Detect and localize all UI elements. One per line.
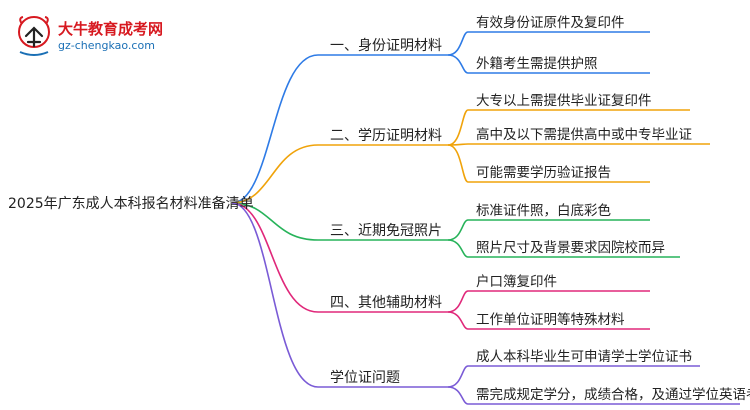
logo-url: gz-chengkao.com	[58, 39, 155, 52]
leaf-topic: 标准证件照，白底彩色	[476, 203, 611, 219]
branch-topic: 三、近期免冠照片	[330, 223, 442, 239]
leaf-connector	[447, 144, 469, 183]
bull-mascot-icon	[18, 16, 50, 56]
leaf-topic: 工作单位证明等特殊材料	[476, 312, 625, 328]
branch-connector	[231, 202, 319, 388]
leaf-connector	[447, 386, 469, 405]
leaf-topic: 需完成规定学分，成绩合格，及通过学位英语考试	[476, 387, 750, 403]
leaf-connector	[447, 311, 469, 330]
branch-connector	[231, 202, 319, 241]
leaf-topic: 成人本科毕业生可申请学士学位证书	[476, 349, 692, 365]
leaf-topic: 照片尺寸及背景要求因院校而异	[476, 240, 665, 256]
branch-connector	[231, 54, 319, 204]
logo-title: 大牛教育成考网	[58, 20, 164, 38]
leaf-topic: 高中及以下需提供高中或中专毕业证	[476, 127, 692, 143]
branch-topic: 学位证问题	[330, 370, 400, 386]
leaf-connector	[447, 109, 469, 146]
leaf-connector	[447, 54, 469, 74]
leaf-topic: 户口簿复印件	[476, 274, 557, 290]
branch-connector	[231, 144, 319, 204]
branch-connector	[231, 202, 319, 313]
root-topic: 2025年广东成人本科报名材料准备清单	[8, 196, 254, 212]
leaf-connector	[447, 31, 469, 56]
leaf-connector	[447, 219, 469, 241]
branch-topic: 四、其他辅助材料	[330, 295, 442, 311]
site-logo[interactable]: 大牛教育成考网 gz-chengkao.com	[14, 14, 204, 58]
leaf-topic: 大专以上需提供毕业证复印件	[476, 93, 652, 109]
leaf-topic: 可能需要学历验证报告	[476, 165, 611, 181]
branch-topic: 二、学历证明材料	[330, 128, 442, 144]
leaf-topic: 外籍考生需提供护照	[476, 56, 598, 72]
leaf-topic: 有效身份证原件及复印件	[476, 15, 625, 31]
branch-topic: 一、身份证明材料	[330, 38, 442, 54]
leaf-connector	[447, 290, 469, 313]
leaf-connector	[447, 239, 469, 258]
leaf-connector	[447, 365, 469, 388]
